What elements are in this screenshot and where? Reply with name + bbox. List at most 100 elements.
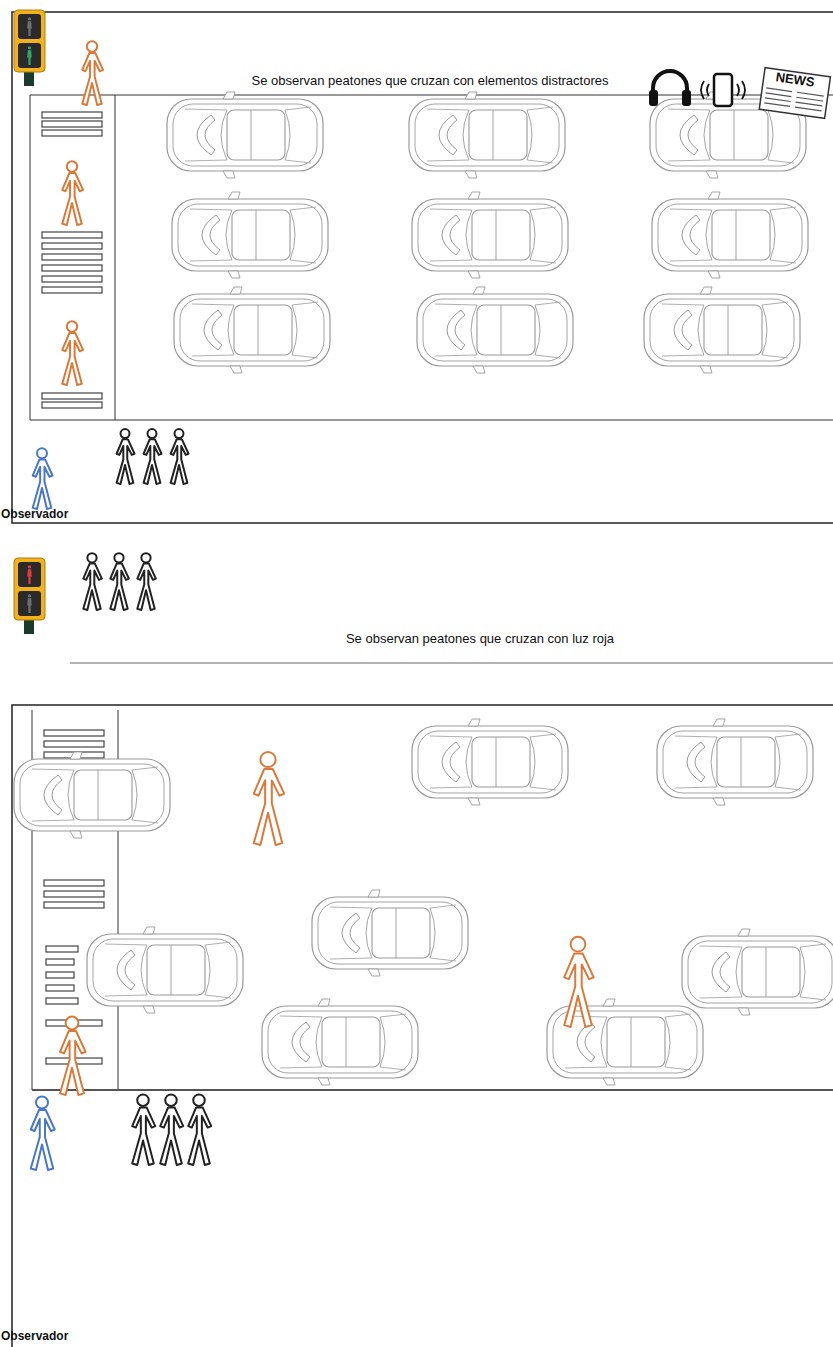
panel-border	[12, 12, 833, 523]
person-body	[82, 53, 103, 105]
car-body	[87, 934, 243, 1006]
car-mirror	[228, 192, 240, 278]
car-body	[167, 99, 323, 171]
person-head	[148, 429, 157, 438]
car-hood	[44, 775, 62, 815]
person-head	[67, 161, 77, 171]
zebra-stripe	[42, 243, 102, 249]
pedestrian-group	[117, 429, 135, 484]
zebra-stripe	[46, 946, 78, 952]
car-hood	[442, 742, 460, 782]
car-line	[675, 734, 801, 790]
car-body	[663, 731, 807, 793]
car-symbol	[167, 92, 323, 178]
panel-border	[12, 705, 833, 1347]
car-symbol	[417, 287, 573, 373]
car-cabin	[472, 737, 530, 787]
zebra-stripe	[42, 276, 102, 282]
light-figure	[27, 594, 32, 613]
newspaper-sheet	[759, 68, 830, 119]
zebra-stripe	[42, 402, 102, 408]
car-body	[20, 764, 164, 826]
car-hood	[204, 310, 222, 350]
car-cabin	[712, 210, 770, 260]
car-windshield	[366, 908, 435, 958]
person-body	[564, 953, 593, 1027]
car-line	[32, 767, 158, 823]
zebra-stripe	[46, 959, 74, 965]
light-figure-body	[27, 598, 32, 613]
car-symbol	[14, 752, 170, 838]
car-symbol	[87, 927, 243, 1013]
car-symbol	[262, 999, 418, 1085]
car-mirror	[230, 287, 242, 373]
car-windshield	[221, 110, 290, 160]
light-figure-body	[27, 569, 32, 584]
car-body	[93, 939, 237, 1001]
car-windshield	[316, 1017, 385, 1067]
person-body	[117, 439, 135, 484]
zebra-stripe	[42, 393, 102, 399]
light-lens	[18, 43, 41, 68]
car-windshield	[698, 305, 767, 355]
car-body	[553, 1011, 697, 1073]
car-body	[418, 731, 562, 793]
person-head	[571, 937, 586, 952]
car-symbol	[174, 287, 330, 373]
pedestrian-group	[83, 553, 102, 610]
car-body	[262, 1006, 418, 1078]
person-head	[36, 1097, 48, 1109]
frame-line	[30, 95, 31, 420]
car-body	[650, 299, 794, 361]
headphones-icon	[649, 90, 658, 106]
distractor-icons	[649, 68, 830, 119]
car-hood	[682, 215, 700, 255]
person-body	[160, 1107, 183, 1165]
person-body	[83, 564, 102, 610]
car-windshield	[706, 210, 775, 260]
light-figure	[27, 17, 32, 36]
car-body	[174, 294, 330, 366]
person-body	[254, 769, 284, 845]
car-cabin	[232, 210, 290, 260]
zebra-stripe	[46, 972, 74, 978]
car-cabin	[704, 305, 762, 355]
pedestrian-group	[132, 1094, 155, 1165]
observer-figure	[31, 1097, 55, 1171]
phone-icon	[714, 74, 732, 106]
car-line	[700, 944, 826, 1000]
car-symbol	[657, 719, 813, 805]
frame-line	[115, 95, 116, 420]
car-mirror	[473, 287, 485, 373]
car-body	[657, 726, 813, 798]
car-hood	[447, 310, 465, 350]
car-line	[430, 734, 556, 790]
car-symbol	[652, 192, 808, 278]
car-body	[312, 897, 468, 969]
car-mirror	[368, 890, 380, 976]
car-body	[656, 104, 800, 166]
zebra-stripe	[46, 985, 74, 991]
car-cabin	[477, 305, 535, 355]
car-mirror	[603, 999, 615, 1085]
frames	[12, 12, 833, 1347]
person-head	[37, 448, 47, 458]
car-hood	[202, 215, 220, 255]
car-body	[688, 941, 832, 1003]
car-windshield	[704, 110, 773, 160]
car-windshield	[711, 737, 780, 787]
headphones-icon	[653, 71, 687, 100]
person-body	[62, 333, 83, 385]
light-housing	[14, 558, 45, 620]
light-figure-body	[27, 50, 32, 65]
car-body	[173, 104, 317, 166]
zebra-stripe	[42, 232, 102, 238]
person-head	[175, 429, 184, 438]
pedestrian-group	[160, 1094, 183, 1165]
car-line	[427, 107, 553, 163]
car-symbol	[312, 890, 468, 976]
zebra-stripe	[44, 891, 104, 897]
car-mirror	[708, 192, 720, 278]
frame-line	[32, 1089, 833, 1091]
